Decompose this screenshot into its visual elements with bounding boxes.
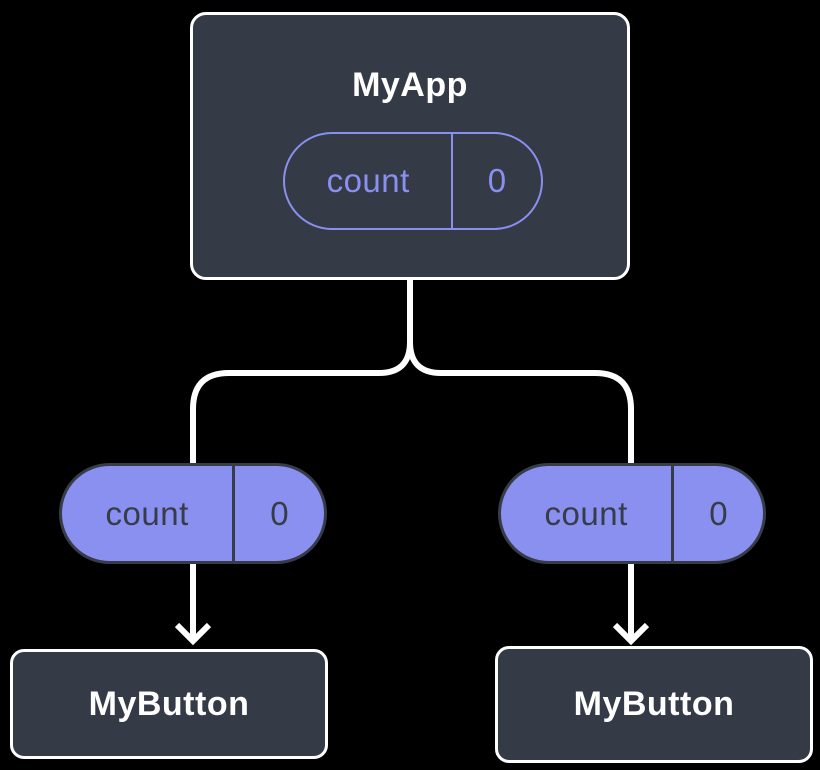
prop-pill-value: 0 [671,466,763,561]
edge-root-to-left-child [190,277,413,467]
mybutton-node-right: MyButton [495,646,813,763]
prop-pill-label: count [105,494,189,532]
prop-pill-label: count [544,494,628,532]
arrow-left-head [174,622,212,646]
down-arrow-icon [174,561,212,646]
state-pill-label: count [326,162,410,199]
prop-pill-left: count 0 [59,463,327,564]
edge-root-to-right-child [407,277,634,467]
node-title: MyButton [88,684,250,723]
state-pill-value: 0 [451,134,541,228]
node-title: MyApp [352,66,468,104]
state-pill: count 0 [283,132,543,230]
down-arrow-icon [612,561,650,646]
arrow-right-head [612,622,650,646]
node-title: MyButton [573,685,735,723]
mybutton-node-left: MyButton [10,649,328,759]
prop-pill-right: count 0 [498,463,766,564]
prop-pill-value: 0 [232,466,324,561]
myapp-node: MyApp count 0 [190,12,630,280]
